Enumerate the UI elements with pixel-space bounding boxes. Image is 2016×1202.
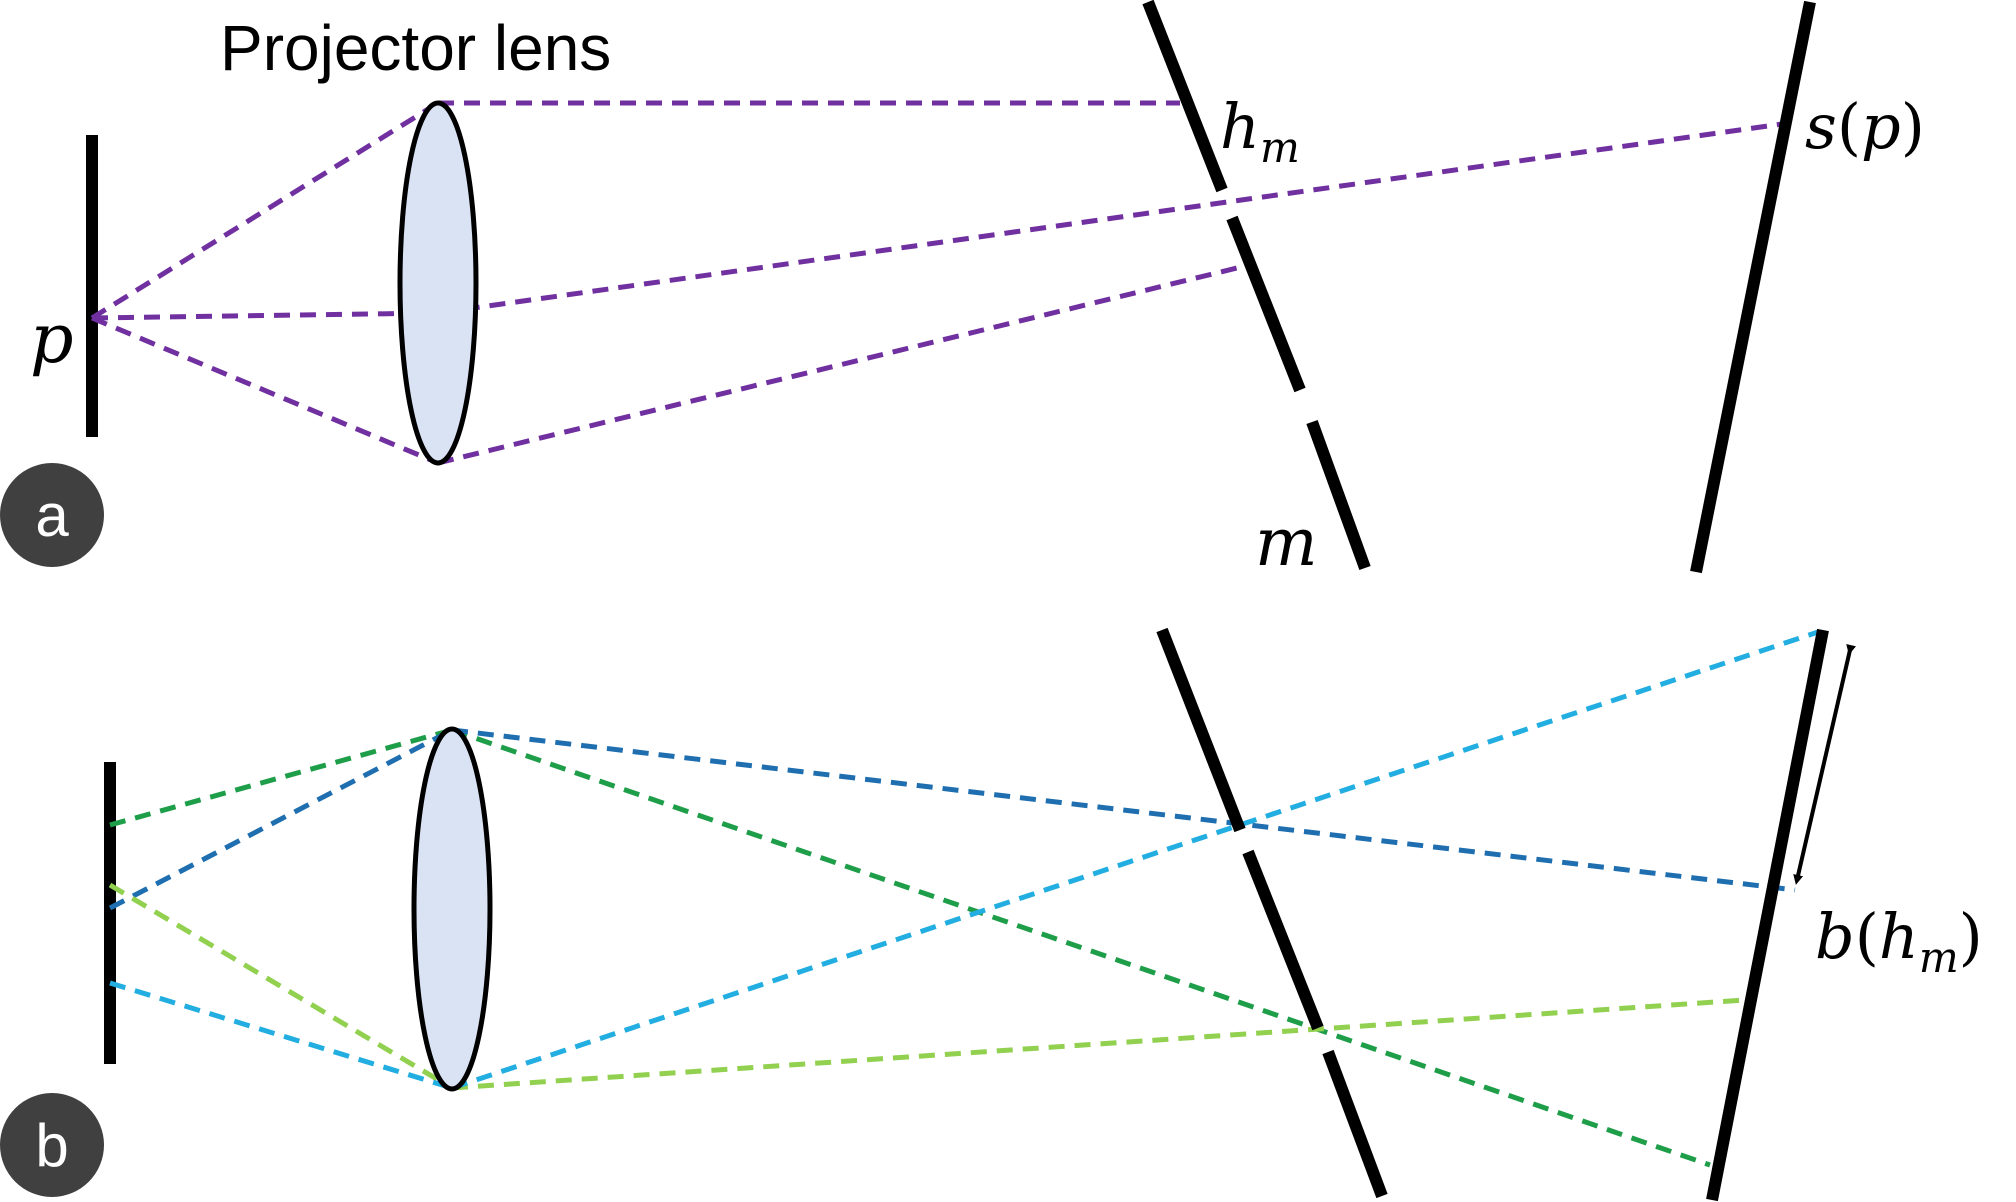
label-b-hm: b(hm): [1815, 900, 1983, 982]
ray-a-bottom-to-m: [437, 265, 1238, 466]
rays-b: [108, 629, 1819, 1168]
screen-s-b: [1706, 628, 1829, 1202]
range-double-arrow: [1793, 644, 1856, 885]
mirror-m-a: [1142, 0, 1371, 571]
ray-b-lightgreen-in: [108, 882, 454, 1091]
ray-a-p-bottom: [91, 315, 439, 466]
mirror-m-b-seg2: [1242, 849, 1324, 1031]
label-m: m: [1255, 504, 1318, 581]
ray-b-cyan-out: [451, 629, 1819, 1091]
rays-a: [90, 100, 1783, 466]
screen-s-a: [1690, 0, 1816, 574]
mirror-m-seg3: [1306, 419, 1371, 571]
badge-a-label: a: [35, 482, 69, 549]
ray-b-blue-out: [451, 727, 1796, 893]
ray-b-blue-in: [108, 727, 454, 911]
ray-a-p-mid: [91, 310, 439, 321]
projector-lens-title: Projector lens: [220, 12, 611, 84]
lens-a: [397, 100, 479, 466]
label-hm: hm: [1220, 90, 1300, 172]
mirror-m-b-seg1: [1156, 627, 1246, 833]
ray-a-mid-to-s: [437, 121, 1783, 316]
badge-b-label: b: [35, 1112, 68, 1179]
badge-b: [0, 1093, 104, 1197]
mirror-m-seg2: [1226, 215, 1306, 393]
mirror-m-b-seg3: [1322, 1049, 1388, 1199]
lens-b: [411, 726, 493, 1092]
mirror-m-seg1: [1142, 0, 1228, 193]
ray-b-green-in: [109, 727, 453, 828]
ray-a-p-top: [90, 100, 440, 321]
label-s-p: s(p): [1805, 90, 1925, 163]
badge-a: [0, 463, 104, 567]
panel-b: b(hm) b: [0, 627, 1983, 1202]
ray-b-cyan-in: [109, 980, 453, 1091]
ray-b-green-out: [451, 727, 1711, 1168]
mirror-m-b: [1156, 627, 1388, 1199]
panel-a: Projector lens p hm m s(p) a: [0, 0, 1925, 581]
ray-b-lightgreen-out: [451, 997, 1746, 1091]
label-p: p: [30, 300, 74, 379]
